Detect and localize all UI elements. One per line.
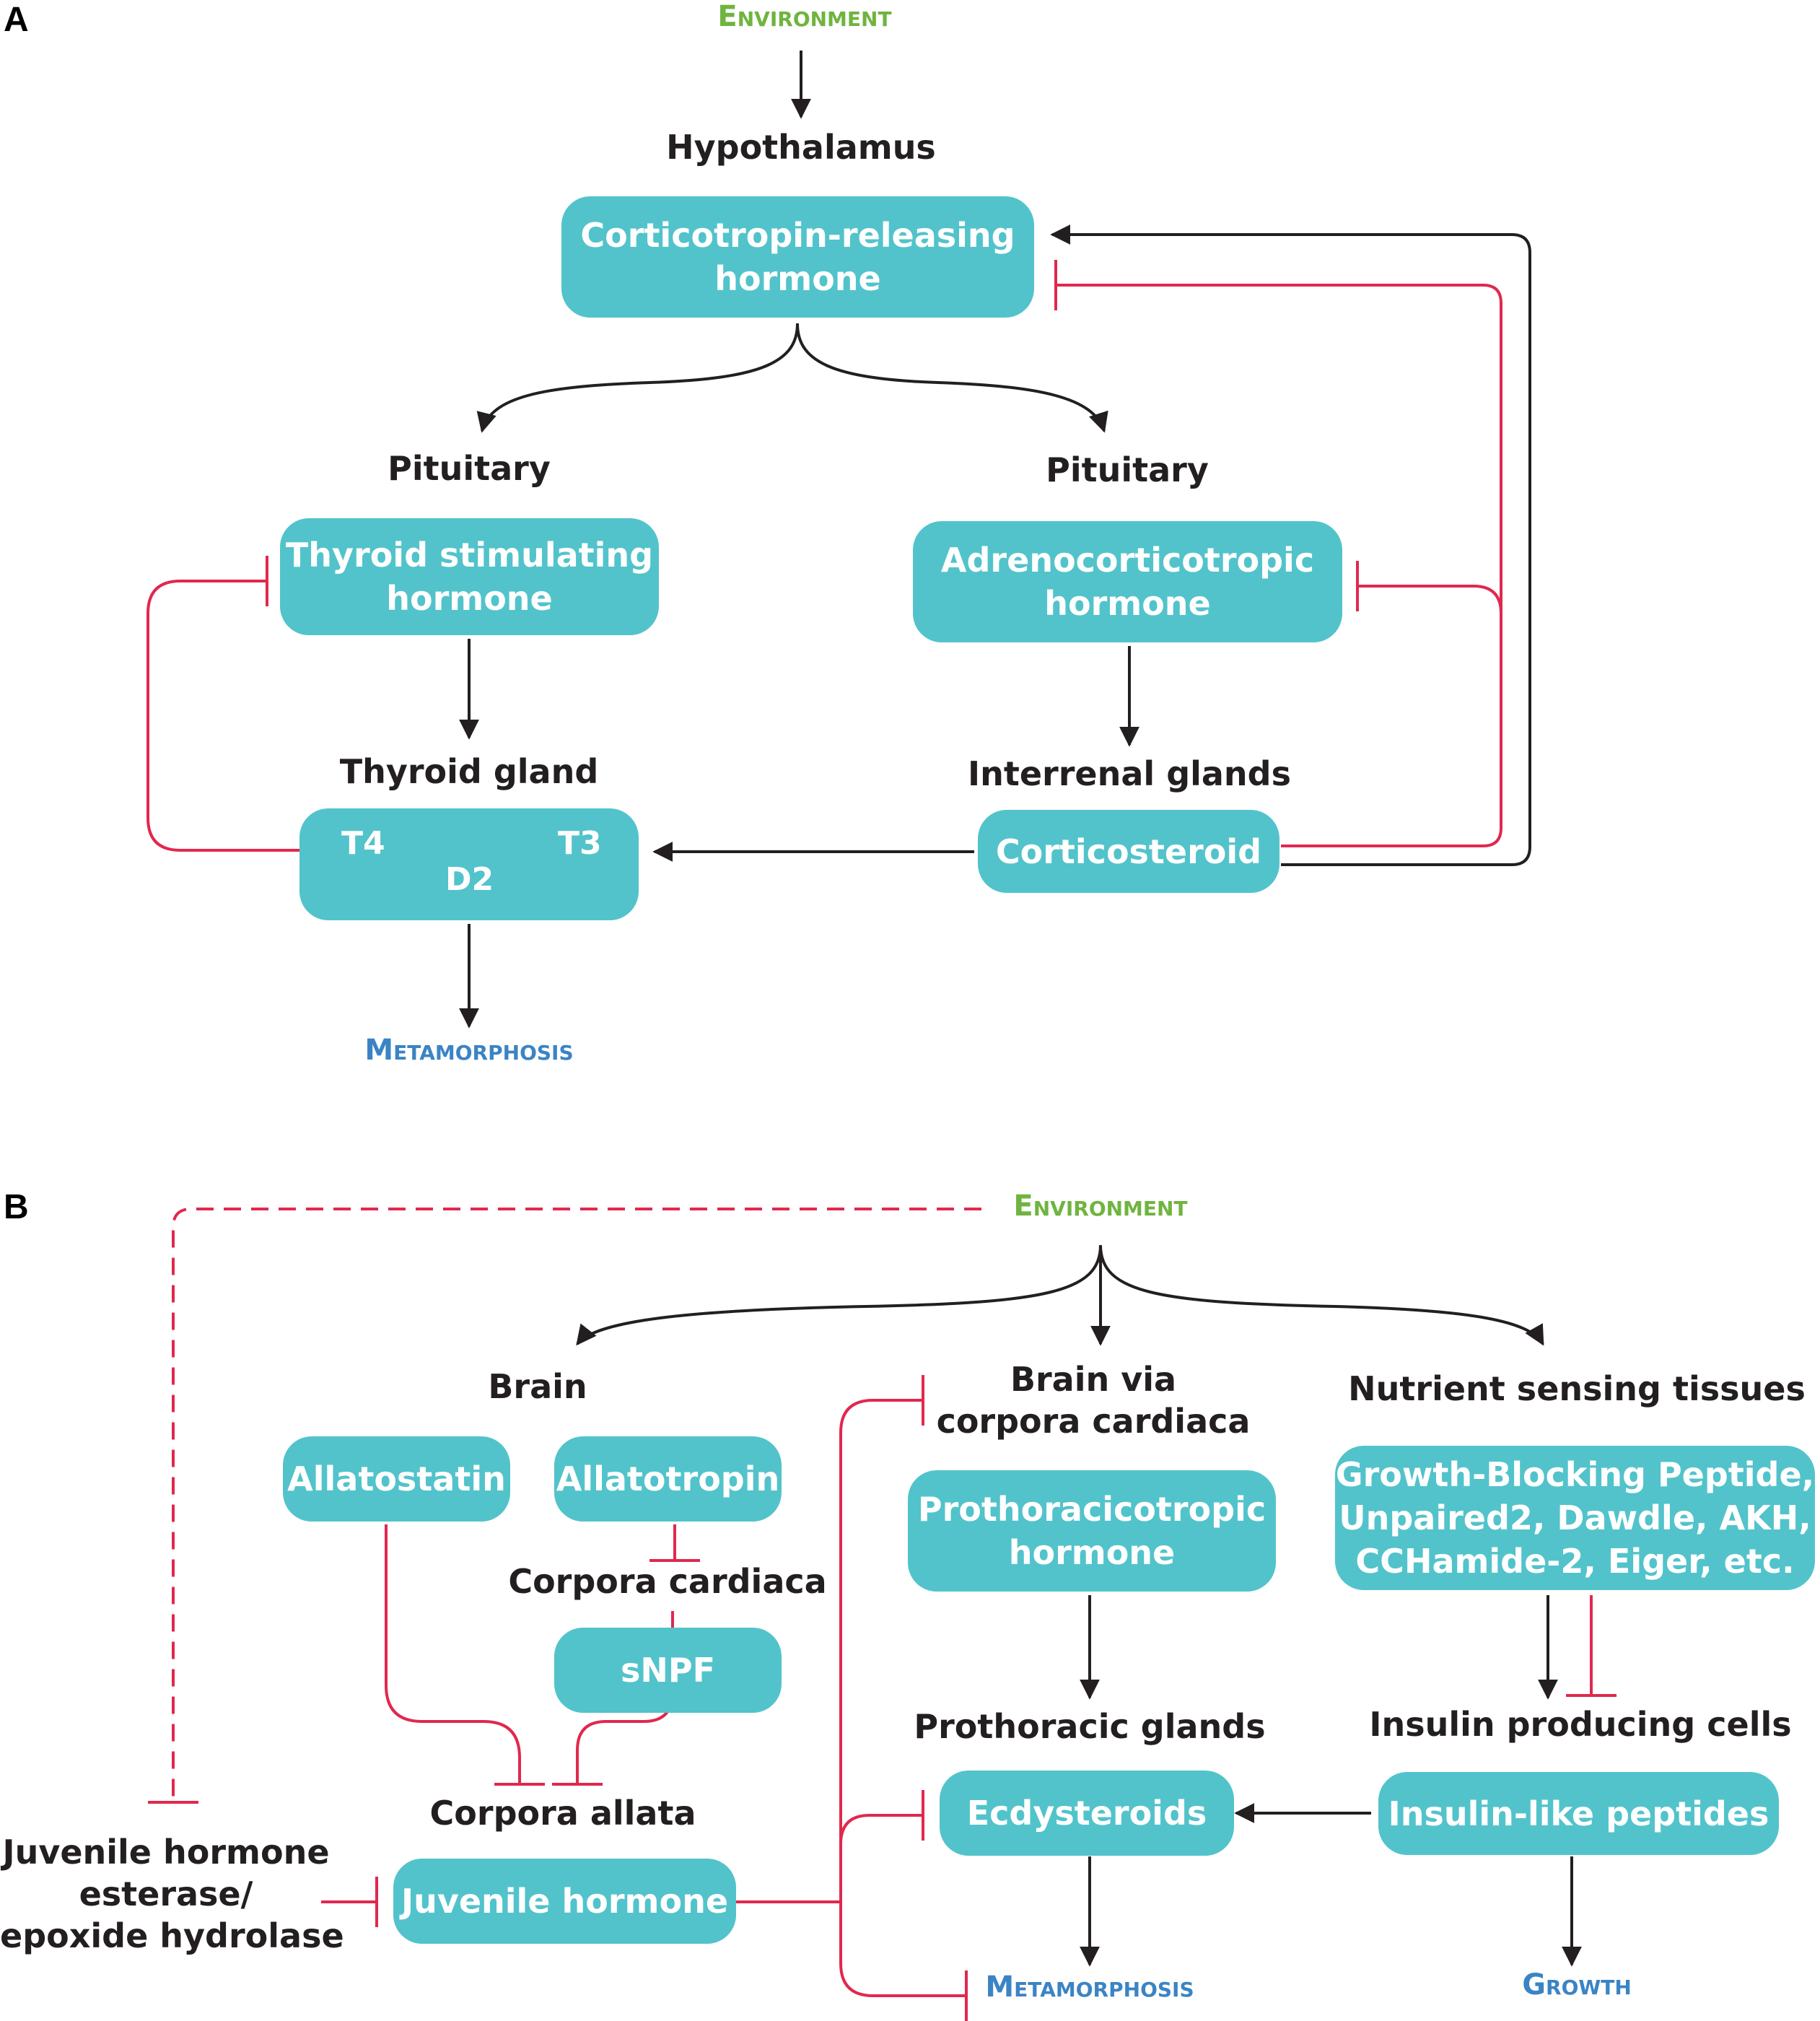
ilp-box: Insulin-like peptides: [1378, 1772, 1779, 1855]
environment-label-b: Environment: [1013, 1190, 1188, 1223]
crh-box: Corticotropin-releasing hormone: [561, 196, 1034, 318]
tsh-line-2: hormone: [386, 579, 553, 618]
ptth-line-1: Prothoracicotropic: [917, 1490, 1266, 1529]
t4-label: T4: [341, 825, 385, 862]
gbp-line-2: Unpaired2, Dawdle, AKH,: [1339, 1498, 1811, 1537]
inhibit-jh-vertical: [839, 1399, 965, 1997]
arrow-env-nutrient: [1099, 1244, 1544, 1346]
corticosteroid-text: Corticosteroid: [995, 831, 1262, 871]
corpora-allata-label: Corpora allata: [429, 1794, 696, 1833]
brain-via-line-2: corpora cardiaca: [936, 1402, 1251, 1441]
pituitary-left-label: Pituitary: [388, 449, 551, 488]
acth-box: Adrenocorticotropic hormone: [913, 521, 1342, 642]
brain-label: Brain: [488, 1367, 587, 1406]
inhibit-thyroid-tsh: [146, 580, 299, 852]
ilp-text: Insulin-like peptides: [1388, 1794, 1769, 1833]
jh-esterase-line-2: esterase/: [79, 1874, 253, 1913]
brain-via-label: Brain via corpora cardiaca: [906, 1358, 1281, 1442]
allatostatin-text: Allatostatin: [287, 1459, 506, 1498]
acth-line-2: hormone: [1044, 584, 1211, 623]
d2-label: D2: [445, 861, 494, 898]
ecdysteroids-text: Ecdysteroids: [966, 1794, 1207, 1833]
tsh-line-1: Thyroid stimulating: [285, 536, 654, 575]
brain-via-line-1: Brain via: [1010, 1360, 1177, 1399]
inhibit-allatostatin-ca: [385, 1524, 521, 1784]
inhibit-jh-ecdy: [839, 1814, 922, 1845]
inhibit-acth-branch: [1359, 585, 1502, 614]
environment-label-a: Environment: [717, 0, 892, 33]
growth-label: Growth: [1522, 1968, 1632, 2002]
panel-b-label: B: [4, 1188, 29, 1226]
juvenile-hormone-text: Juvenile hormone: [401, 1882, 729, 1921]
hypothalamus-label: Hypothalamus: [666, 128, 936, 167]
arrow-crh-pituitary-left: [476, 323, 799, 433]
gbp-box: Growth-Blocking Peptide, Unpaired2, Dawd…: [1335, 1446, 1815, 1590]
snpf-text: sNPF: [620, 1651, 715, 1690]
arrow-crh-pituitary-right: [796, 323, 1108, 433]
jh-esterase-line-3: epoxide hydrolase: [0, 1916, 344, 1955]
tsh-box: Thyroid stimulating hormone: [280, 518, 659, 635]
ptth-box: Prothoracicotropic hormone: [908, 1470, 1276, 1592]
jh-esterase-line-1: Juvenile hormone: [2, 1833, 330, 1872]
jh-esterase-label: Juvenile hormone esterase/ epoxide hydro…: [0, 1831, 344, 1957]
metamorphosis-label-b: Metamorphosis: [985, 1970, 1194, 2004]
snpf-box: sNPF: [554, 1628, 782, 1713]
allatotropin-box: Allatotropin: [554, 1436, 782, 1522]
corticosteroid-box: Corticosteroid: [978, 810, 1279, 893]
t3-label: T3: [558, 825, 602, 862]
thyroid-gland-label: Thyroid gland: [339, 752, 599, 791]
insulin-producing-cells-label: Insulin producing cells: [1369, 1705, 1792, 1744]
pituitary-right-label: Pituitary: [1046, 450, 1209, 489]
ecdysteroids-box: Ecdysteroids: [940, 1771, 1234, 1856]
thyroid-hormone-box: [299, 808, 639, 920]
arrow-env-brain: [576, 1244, 1102, 1346]
inhibit-cortico-acth-crh: [1057, 284, 1502, 847]
prothoracic-glands-label: Prothoracic glands: [914, 1707, 1266, 1746]
ptth-line-2: hormone: [1008, 1533, 1176, 1572]
gbp-line-3: CCHamide-2, Eiger, etc.: [1355, 1542, 1795, 1581]
crh-line-2: hormone: [714, 259, 881, 298]
panel-a-label: A: [4, 1, 29, 39]
corpora-cardiaca-label: Corpora cardiaca: [508, 1562, 827, 1601]
juvenile-hormone-box: Juvenile hormone: [393, 1859, 736, 1944]
crh-line-1: Corticotropin-releasing: [580, 216, 1015, 255]
interrenal-glands-label: Interrenal glands: [968, 754, 1291, 793]
nutrient-sensing-label: Nutrient sensing tissues: [1348, 1369, 1806, 1408]
acth-line-1: Adrenocorticotropic: [940, 541, 1315, 580]
metamorphosis-label-a: Metamorphosis: [364, 1034, 574, 1067]
allatotropin-text: Allatotropin: [556, 1459, 780, 1498]
gbp-line-1: Growth-Blocking Peptide,: [1335, 1455, 1815, 1494]
arrow-cortico-crh: [1050, 224, 1531, 866]
allatostatin-box: Allatostatin: [283, 1436, 510, 1522]
inhibit-env-jhe: [172, 1208, 981, 1801]
